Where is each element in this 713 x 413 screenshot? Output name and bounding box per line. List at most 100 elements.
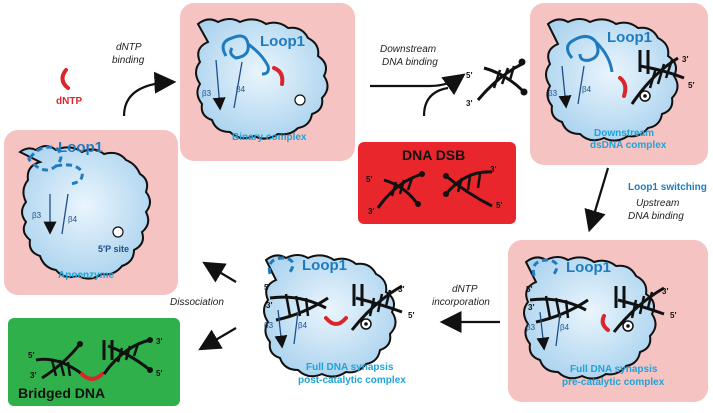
- dna-dsb-box: DNA DSB 5′ 3′ 3′ 5′: [358, 142, 516, 224]
- end-3prime-a: 3′: [528, 303, 534, 312]
- beta-strand-4: [293, 311, 299, 345]
- incorporated-nucleotide: [324, 316, 348, 326]
- end-3prime-b: 3′: [662, 287, 668, 296]
- phosphate-site-dot: [364, 322, 368, 326]
- loop1-dashed: [27, 145, 84, 186]
- arrow-to-bridged: [198, 327, 237, 351]
- dna-end-dot: [520, 88, 528, 96]
- end-5prime-a: 5′: [264, 283, 270, 292]
- protein-body: [545, 18, 679, 142]
- bridged-end-3prime-b: 3′: [156, 337, 162, 346]
- loop-switching-label: Loop1 switching: [628, 182, 707, 193]
- step-loop-switching: Loop1 switching Upstream DNA binding: [584, 167, 707, 233]
- step-dissociation: Dissociation: [170, 261, 237, 351]
- bridging-nucleotide: [80, 372, 104, 381]
- binary-complex-state: Loop1 β3 β4 Binary complex: [195, 18, 329, 143]
- loop1-label: Loop1: [260, 33, 305, 50]
- loop1-label: Loop1: [566, 259, 611, 276]
- dissociation-label: Dissociation: [170, 297, 224, 308]
- arrow-to-apoenzyme: [202, 261, 237, 283]
- beta-strand-4: [577, 65, 585, 105]
- phosphate-site-dot: [626, 324, 630, 328]
- beta3-label: β3: [526, 323, 536, 332]
- dsb-end-3prime-a: 3′: [368, 207, 374, 216]
- apoenzyme-label: Apoenzyme: [58, 270, 115, 281]
- post-label-line1: Full DNA synapsis: [306, 362, 394, 373]
- end-3prime-a: 3′: [266, 301, 272, 310]
- post-label-line2: post-catalytic complex: [298, 375, 406, 386]
- end-5prime: 5′: [466, 71, 472, 80]
- dna-end-dot: [147, 367, 153, 373]
- bridged-dna-box: 5′ 3′ 3′ 5′ Bridged DNA: [8, 318, 180, 406]
- end-3prime: 3′: [682, 55, 688, 64]
- straight-arrow: [584, 167, 610, 233]
- pre-label-line2: pre-catalytic complex: [562, 377, 665, 388]
- loop1-ordered: [221, 34, 270, 76]
- dsb-end-5prime-b: 5′: [496, 201, 502, 210]
- end-5prime-a: 5′: [526, 285, 532, 294]
- downstream-complex-state: Loop1 β3 β4 3′ 5′ Downstream dsDNA compl…: [545, 18, 694, 151]
- post-catalytic-state: Loop1 β3 β4 5′ 3′ 3′ 5′ Full DNA synapsi…: [263, 254, 414, 386]
- dna-end-dot: [419, 171, 425, 177]
- loop1-dashed: [267, 256, 295, 275]
- free-downstream-dna: 5′ 3′: [466, 58, 528, 108]
- bound-dntp: [618, 76, 628, 98]
- end-5prime-b: 5′: [670, 311, 676, 320]
- dna-end-dot: [518, 58, 526, 66]
- dna-end-dot: [443, 191, 449, 197]
- step-label-line1: dNTP: [116, 42, 142, 53]
- pre-catalytic-state: Loop1 β3 β4 5′ 3′ 3′ 5′ Full DNA synapsi…: [523, 256, 676, 388]
- dsb-end-3prime-b: 3′: [490, 165, 496, 174]
- beta3-label: β3: [202, 89, 212, 98]
- downstream-dna: [630, 50, 685, 105]
- loop1-label: Loop1: [302, 257, 347, 274]
- phosphate-site: [112, 226, 124, 238]
- step-label-line1: dNTP: [452, 284, 478, 295]
- dntp-label: dNTP: [56, 96, 82, 107]
- step-label-line2: incorporation: [432, 297, 490, 308]
- beta4-label: β4: [582, 85, 592, 94]
- upstream-label-line1: Upstream: [636, 198, 679, 209]
- dna-end-dot: [415, 201, 421, 207]
- dntp-symbol: [60, 68, 70, 90]
- free-dntp: dNTP: [56, 68, 82, 107]
- beta-strand-4: [233, 61, 243, 109]
- bridged-end-5prime-a: 5′: [28, 351, 34, 360]
- upstream-label-line2: DNA binding: [628, 211, 684, 222]
- beta3-label: β3: [32, 211, 42, 220]
- protein-body: [18, 145, 151, 280]
- bridged-end-3prime-a: 3′: [30, 371, 36, 380]
- beta3-label: β3: [264, 321, 274, 330]
- step-dntp-binding: dNTP binding: [112, 42, 177, 117]
- end-3prime: 3′: [466, 99, 472, 108]
- end-3prime-b: 3′: [398, 285, 404, 294]
- bound-dntp: [600, 314, 610, 332]
- downstream-dna: [612, 286, 665, 333]
- curved-arrow: [122, 71, 177, 117]
- end-5prime: 5′: [688, 81, 694, 90]
- step-label-line2: DNA binding: [382, 57, 438, 68]
- step-label-line1: Downstream: [380, 44, 436, 55]
- end-5prime-b: 5′: [408, 311, 414, 320]
- pre-label-line1: Full DNA synapsis: [570, 364, 658, 375]
- bridged-end-5prime-b: 5′: [156, 369, 162, 378]
- beta4-label: β4: [298, 321, 308, 330]
- step-downstream-binding: Downstream DNA binding: [370, 44, 466, 117]
- loop1-label: Loop1: [58, 139, 103, 156]
- bridged-title: Bridged DNA: [18, 385, 105, 401]
- dna-end-dot: [147, 337, 153, 343]
- apoenzyme-state: Loop1 β3 β4 5′P site Apoenzyme: [18, 139, 151, 281]
- binary-complex-label: Binary complex: [232, 132, 307, 143]
- downstream-label-line1: Downstream: [594, 128, 654, 139]
- beta-strand-3: [274, 309, 288, 349]
- dsb-end-5prime-a: 5′: [366, 175, 372, 184]
- downstream-dna: [350, 284, 403, 331]
- loop1-label: Loop1: [607, 29, 652, 46]
- upstream-dna: [269, 293, 329, 322]
- downstream-label-line2: dsDNA complex: [590, 140, 667, 151]
- beta-strand-4: [555, 313, 561, 347]
- dna-end-dot: [77, 341, 83, 347]
- loop1-ordered: [566, 35, 614, 73]
- beta4-label: β4: [560, 323, 570, 332]
- curved-arrow: [370, 73, 466, 96]
